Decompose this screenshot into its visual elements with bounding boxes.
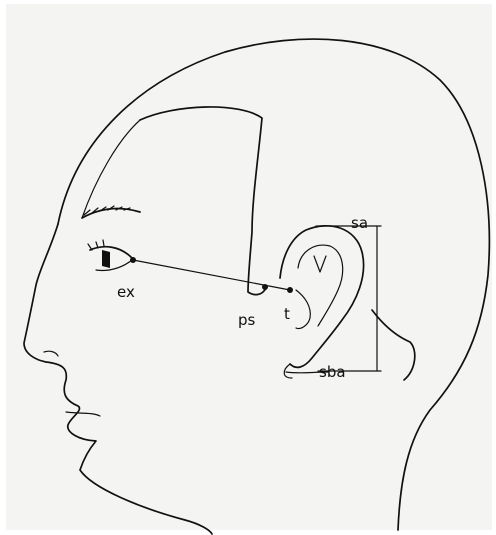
t-point <box>287 287 293 293</box>
ex-label: ex <box>117 283 135 301</box>
ps-point <box>262 284 268 290</box>
sa-label: sa <box>351 214 368 232</box>
sba-label: sba <box>319 363 346 381</box>
iris <box>102 250 110 268</box>
t-label: t <box>284 305 290 323</box>
ps-label: ps <box>238 311 256 329</box>
ex-point <box>130 257 136 263</box>
